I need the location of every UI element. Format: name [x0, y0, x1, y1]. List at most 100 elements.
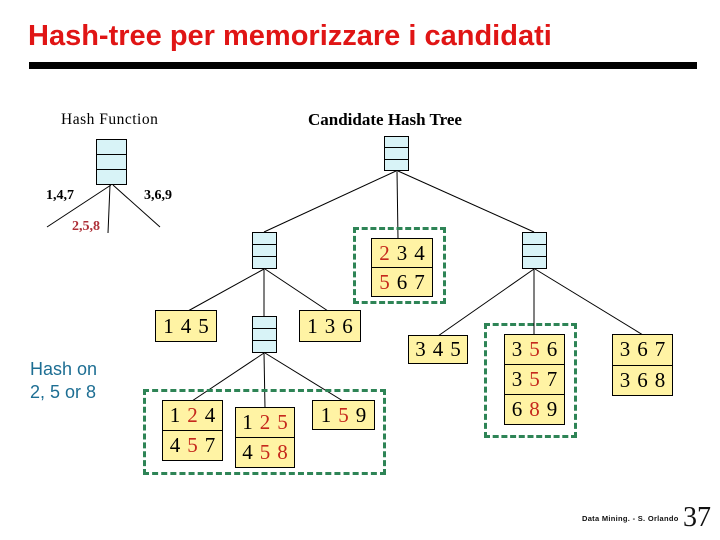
- title-underline: [29, 62, 697, 69]
- itemset-digit: 8: [654, 367, 666, 392]
- edge-hash-left: [46, 184, 112, 228]
- dashed-group-right: [484, 323, 577, 438]
- itemset-digit: 7: [204, 433, 216, 457]
- edge-hash-mid: [107, 184, 111, 234]
- itemset-digit: 6: [396, 269, 408, 294]
- itemset-digit: 4: [242, 440, 253, 464]
- itemset-digit: 6: [637, 337, 648, 362]
- itemset-digit: 5: [187, 433, 198, 457]
- bucket-cell: [523, 245, 546, 257]
- edge-left-136: [264, 268, 329, 312]
- itemset-digit: 5: [259, 440, 271, 464]
- hash-annotation: Hash on 2, 5 or 8: [30, 358, 97, 404]
- edge-right-345: [437, 268, 535, 337]
- branch-label-369: 3,6,9: [144, 188, 172, 203]
- itemset-digit: 2: [379, 240, 390, 265]
- itemset-digit: 9: [546, 397, 558, 421]
- bucket-cell: [385, 137, 408, 149]
- itemset-digit: 4: [432, 337, 444, 361]
- itemset-digit: 1: [320, 402, 332, 427]
- itemset-digit: 4: [414, 240, 425, 265]
- internal-node-mid: [252, 316, 277, 353]
- edge-root-right: [397, 170, 535, 233]
- slide-title: Hash-tree per memorizzare i candidati: [28, 20, 552, 52]
- itemset-digit: 6: [511, 397, 523, 421]
- itemset-digit: 6: [637, 367, 648, 392]
- itemset-digit: 5: [338, 402, 349, 427]
- bucket-cell: [253, 341, 276, 352]
- page-number: 37: [683, 502, 711, 533]
- itemset-digit: 5: [529, 337, 540, 361]
- root-node: [384, 136, 409, 171]
- bucket-cell: [253, 317, 276, 329]
- itemset-digit: 3: [619, 367, 631, 392]
- edge-mid-125: [263, 352, 266, 409]
- bucket-cell: [97, 155, 126, 170]
- bucket-cell: [523, 233, 546, 245]
- itemset-digit: 3: [324, 313, 336, 338]
- bucket-cell: [253, 233, 276, 245]
- itemset-digit: 3: [619, 337, 631, 362]
- dashed-group-top: [353, 227, 446, 304]
- candidate-hash-tree-label: Candidate Hash Tree: [308, 110, 462, 129]
- bucket-cell: [97, 140, 126, 155]
- itemset-digit: 5: [198, 313, 209, 338]
- itemset-digit: 7: [546, 367, 558, 391]
- itemset-digit: 2: [259, 410, 271, 434]
- internal-node-right: [522, 232, 547, 269]
- itemset-digit: 5: [529, 367, 540, 391]
- bucket-cell: [385, 160, 408, 170]
- itemset-digit: 8: [277, 440, 288, 464]
- bucket-cell: [253, 329, 276, 341]
- bucket-cell: [523, 257, 546, 268]
- itemset-digit: 4: [204, 403, 216, 427]
- itemset-digit: 1: [163, 313, 174, 338]
- itemset-digit: 2: [187, 403, 198, 427]
- itemset-digit: 4: [180, 313, 192, 338]
- itemset-digit: 5: [277, 410, 288, 434]
- bucket-cell: [253, 257, 276, 268]
- itemset-digit: 1: [169, 403, 181, 427]
- itemset-digit: 3: [511, 337, 523, 361]
- branch-label-258: 2,5,8: [72, 219, 100, 234]
- edge-mid-124: [191, 352, 265, 402]
- branch-label-147: 1,4,7: [46, 188, 74, 203]
- itemset-digit: 5: [379, 269, 390, 294]
- hash-annotation-line1: Hash on: [30, 359, 98, 379]
- itemset-digit: 4: [169, 433, 181, 457]
- itemset-digit: 1: [242, 410, 253, 434]
- bucket-cell: [385, 148, 408, 160]
- hash-annotation-line2: 2, 5 or 8: [30, 382, 97, 402]
- edge-left-145: [187, 268, 265, 312]
- itemset-digit: 3: [396, 240, 408, 265]
- itemset-digit: 1: [307, 313, 318, 338]
- edge-mid-159: [264, 352, 344, 402]
- itemset-digit: 6: [342, 313, 353, 338]
- bucket-cell: [253, 245, 276, 257]
- hash-function-node: [96, 139, 127, 185]
